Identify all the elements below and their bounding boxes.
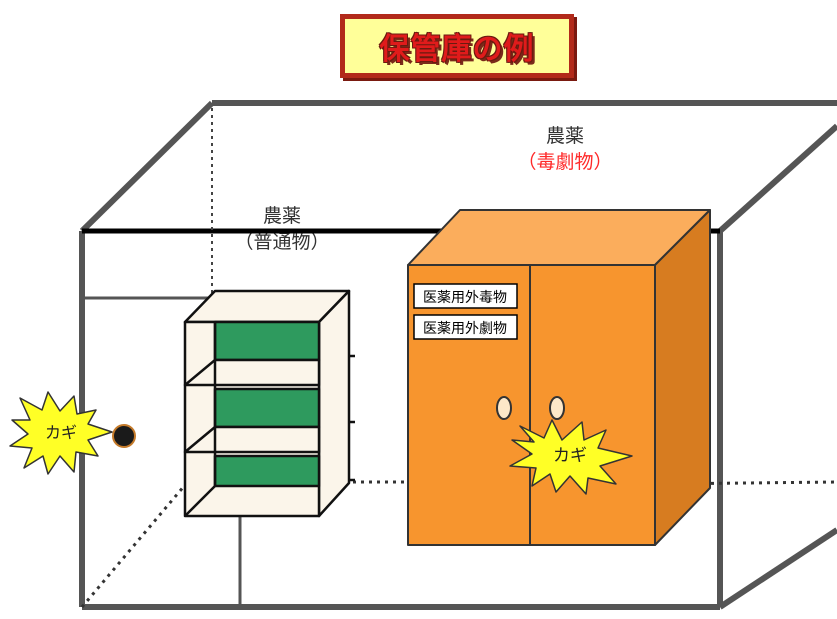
cabinet-lock-burst: カギ	[509, 419, 633, 495]
room-edge-top-left	[79, 100, 215, 234]
cabinet-handle-right	[549, 396, 565, 420]
sign-deleterious-text: 医薬用外劇物	[423, 321, 507, 337]
open-shelf	[183, 289, 355, 518]
toxic-pesticide-label: 農薬 （毒劇物）	[515, 123, 615, 175]
cabinet-handle-left	[496, 396, 512, 420]
cabinet-lock-text: カギ	[553, 446, 587, 466]
toxic-label-line2: （毒劇物）	[517, 151, 613, 173]
room-lock-text: カギ	[45, 423, 77, 442]
room-edge-top-right	[717, 123, 837, 234]
normal-label-line2: （普通物）	[234, 231, 330, 253]
room-edge-bottom-right	[718, 527, 837, 610]
room-hidden-edge-floor-left	[80, 484, 187, 608]
room-lock-burst: カギ	[9, 391, 113, 475]
title-box: 保管庫の例	[340, 14, 574, 78]
diagram-title: 保管庫の例	[379, 32, 535, 67]
normal-label-line1: 農薬	[262, 205, 301, 227]
normal-pesticide-label: 農薬 （普通物）	[222, 203, 342, 255]
locked-cabinet	[407, 209, 711, 546]
cabinet-sign-deleterious: 医薬用外劇物	[413, 314, 518, 340]
cabinet-sign-poison: 医薬用外毒物	[413, 283, 518, 309]
door-knob	[112, 424, 136, 448]
sign-poison-text: 医薬用外毒物	[423, 290, 507, 306]
toxic-label-line1: 農薬	[545, 125, 584, 147]
